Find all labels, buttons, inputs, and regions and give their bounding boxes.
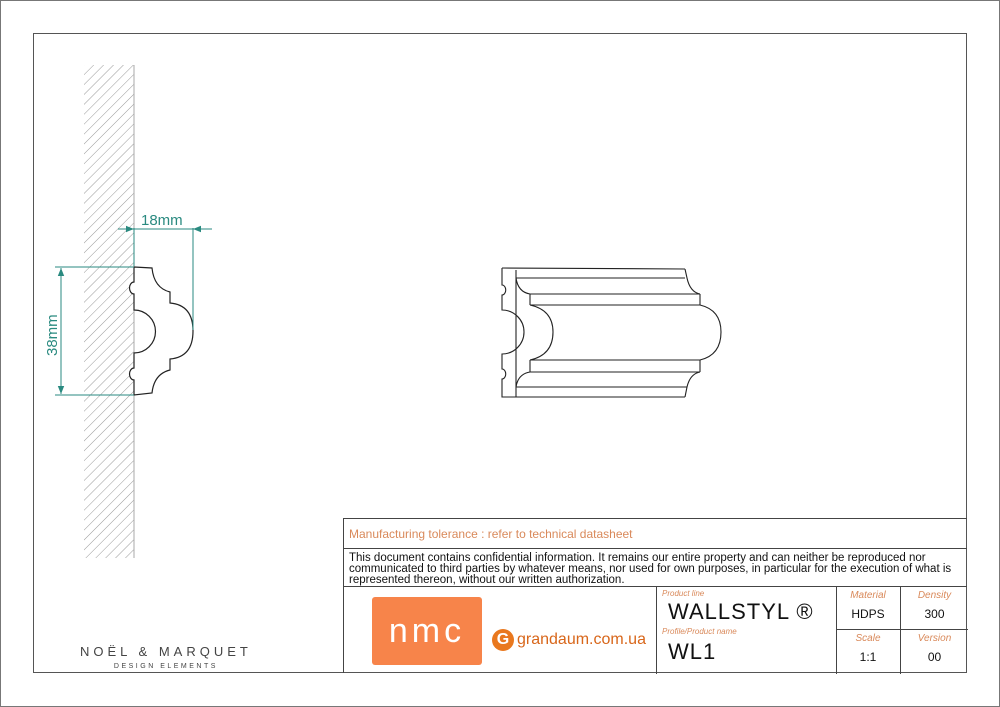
nmc-logo: nmc <box>372 597 482 665</box>
website-text: grandaum.com.ua <box>517 631 646 648</box>
brand-name: NOËL & MARQUET <box>80 644 252 659</box>
dimension-height <box>55 266 134 396</box>
version-cell: Version 00 <box>901 630 968 674</box>
brand-subtitle: DESIGN ELEMENTS <box>113 663 218 670</box>
confidentiality-note: This document contains confidential info… <box>344 549 967 587</box>
scale-cell: Scale 1:1 <box>836 630 901 674</box>
brand-logo: NOËL & MARQUET DESIGN ELEMENTS <box>80 644 252 670</box>
density-label: Density <box>917 590 952 601</box>
material-cell: Material HDPS <box>836 587 901 630</box>
logo-cell: nmc G grandaum.com.ua <box>344 587 657 674</box>
material-label: Material <box>850 590 886 601</box>
density-value: 300 <box>924 607 945 621</box>
g-logo-icon: G <box>492 629 514 651</box>
material-value: HDPS <box>851 607 885 621</box>
scale-value: 1:1 <box>859 650 877 664</box>
product-cell: Product line WALLSTYL ® Profile/Product … <box>656 587 837 674</box>
dimension-width-label: 18mm <box>141 212 183 229</box>
tolerance-note: Manufacturing tolerance : refer to techn… <box>344 519 967 549</box>
dimension-height-label: 38mm <box>44 314 61 356</box>
drawing-frame <box>33 33 967 673</box>
dimension-width <box>118 225 212 330</box>
website-logo: G grandaum.com.ua <box>492 629 646 651</box>
version-label: Version <box>917 633 952 644</box>
wall-hatch <box>84 65 134 558</box>
product-name-label: Profile/Product name <box>662 627 737 636</box>
product-name: WL1 <box>668 639 717 664</box>
product-line: WALLSTYL ® <box>668 599 814 624</box>
scale-label: Scale <box>855 633 881 644</box>
density-cell: Density 300 <box>901 587 968 630</box>
profile-section <box>128 266 194 396</box>
title-block: Manufacturing tolerance : refer to techn… <box>343 518 968 674</box>
version-value: 00 <box>927 650 942 664</box>
profile-3d-view <box>501 267 722 398</box>
product-line-label: Product line <box>662 589 705 598</box>
